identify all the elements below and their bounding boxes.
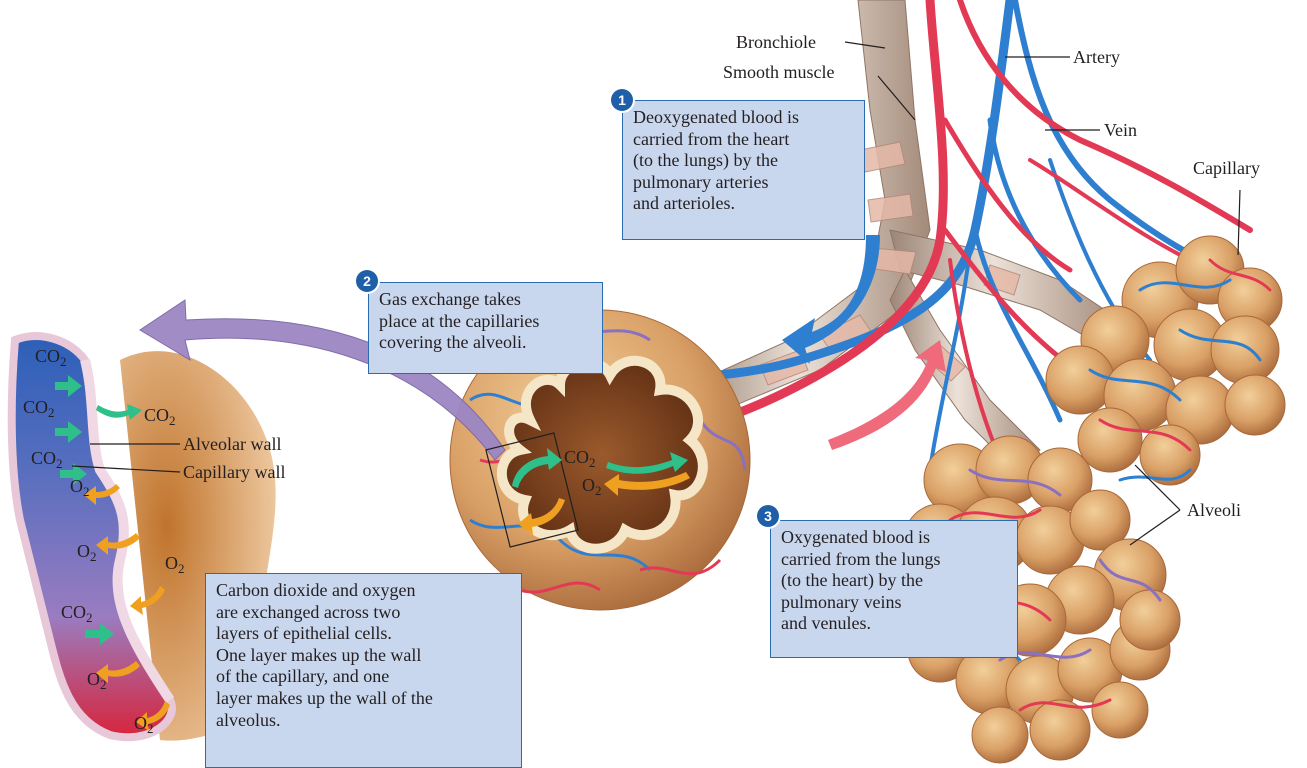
caption-line: Carbon dioxide and oxygen — [216, 580, 513, 602]
artery-label: Artery — [1073, 47, 1120, 67]
o2-label: O2 — [134, 713, 154, 733]
capillary-label: Capillary — [1193, 158, 1260, 178]
alveolar-wall-label: Alveolar wall — [183, 434, 281, 454]
step-1-callout: Deoxygenated blood is carried from the h… — [622, 100, 865, 240]
caption-line: layers of epithelial cells. — [216, 623, 513, 645]
alveoli-label: Alveoli — [1187, 500, 1241, 520]
step-3-callout: Oxygenated blood is carried from the lun… — [770, 520, 1018, 658]
step-2-badge: 2 — [356, 270, 378, 292]
step-1-badge: 1 — [611, 89, 633, 111]
step-1-line: carried from the heart — [633, 129, 856, 151]
caption-line: One layer makes up the wall — [216, 645, 513, 667]
caption-line: alveolus. — [216, 710, 513, 732]
step-2-line: Gas exchange takes — [379, 289, 594, 311]
o2-label: O2 — [165, 553, 185, 573]
step-3-badge: 3 — [757, 505, 779, 527]
co2-label: CO2 — [61, 602, 93, 622]
exchange-caption-box: Carbon dioxide and oxygen are exchanged … — [205, 573, 522, 768]
step-1-line: and arterioles. — [633, 193, 856, 215]
step-3-line: pulmonary veins — [781, 592, 1009, 614]
step-1-line: Deoxygenated blood is — [633, 107, 856, 129]
step-1-line: (to the lungs) by the — [633, 150, 856, 172]
co2-label: CO2 — [23, 397, 55, 417]
caption-line: of the capillary, and one — [216, 666, 513, 688]
step-1-line: pulmonary arteries — [633, 172, 856, 194]
step-2-callout: Gas exchange takes place at the capillar… — [368, 282, 603, 374]
step-2-line: covering the alveoli. — [379, 332, 594, 354]
bronchiole-label: Bronchiole — [736, 32, 816, 52]
co2-label: CO2 — [31, 448, 63, 468]
o2-label: O2 — [77, 541, 97, 561]
co2-label: CO2 — [35, 346, 67, 366]
o2-label: O2 — [70, 476, 90, 496]
co2-label: CO2 — [144, 405, 176, 425]
caption-line: are exchanged across two — [216, 602, 513, 624]
o2-label: O2 — [582, 475, 602, 495]
vein-label: Vein — [1104, 120, 1137, 140]
step-3-line: (to the heart) by the — [781, 570, 1009, 592]
step-3-line: carried from the lungs — [781, 549, 1009, 571]
step-3-line: Oxygenated blood is — [781, 527, 1009, 549]
smooth-muscle-label: Smooth muscle — [723, 62, 835, 82]
caption-line: layer makes up the wall of the — [216, 688, 513, 710]
o2-label: O2 — [87, 669, 107, 689]
co2-label: CO2 — [564, 447, 596, 467]
capillary-wall-label: Capillary wall — [183, 462, 285, 482]
step-2-line: place at the capillaries — [379, 311, 594, 333]
step-3-line: and venules. — [781, 613, 1009, 635]
